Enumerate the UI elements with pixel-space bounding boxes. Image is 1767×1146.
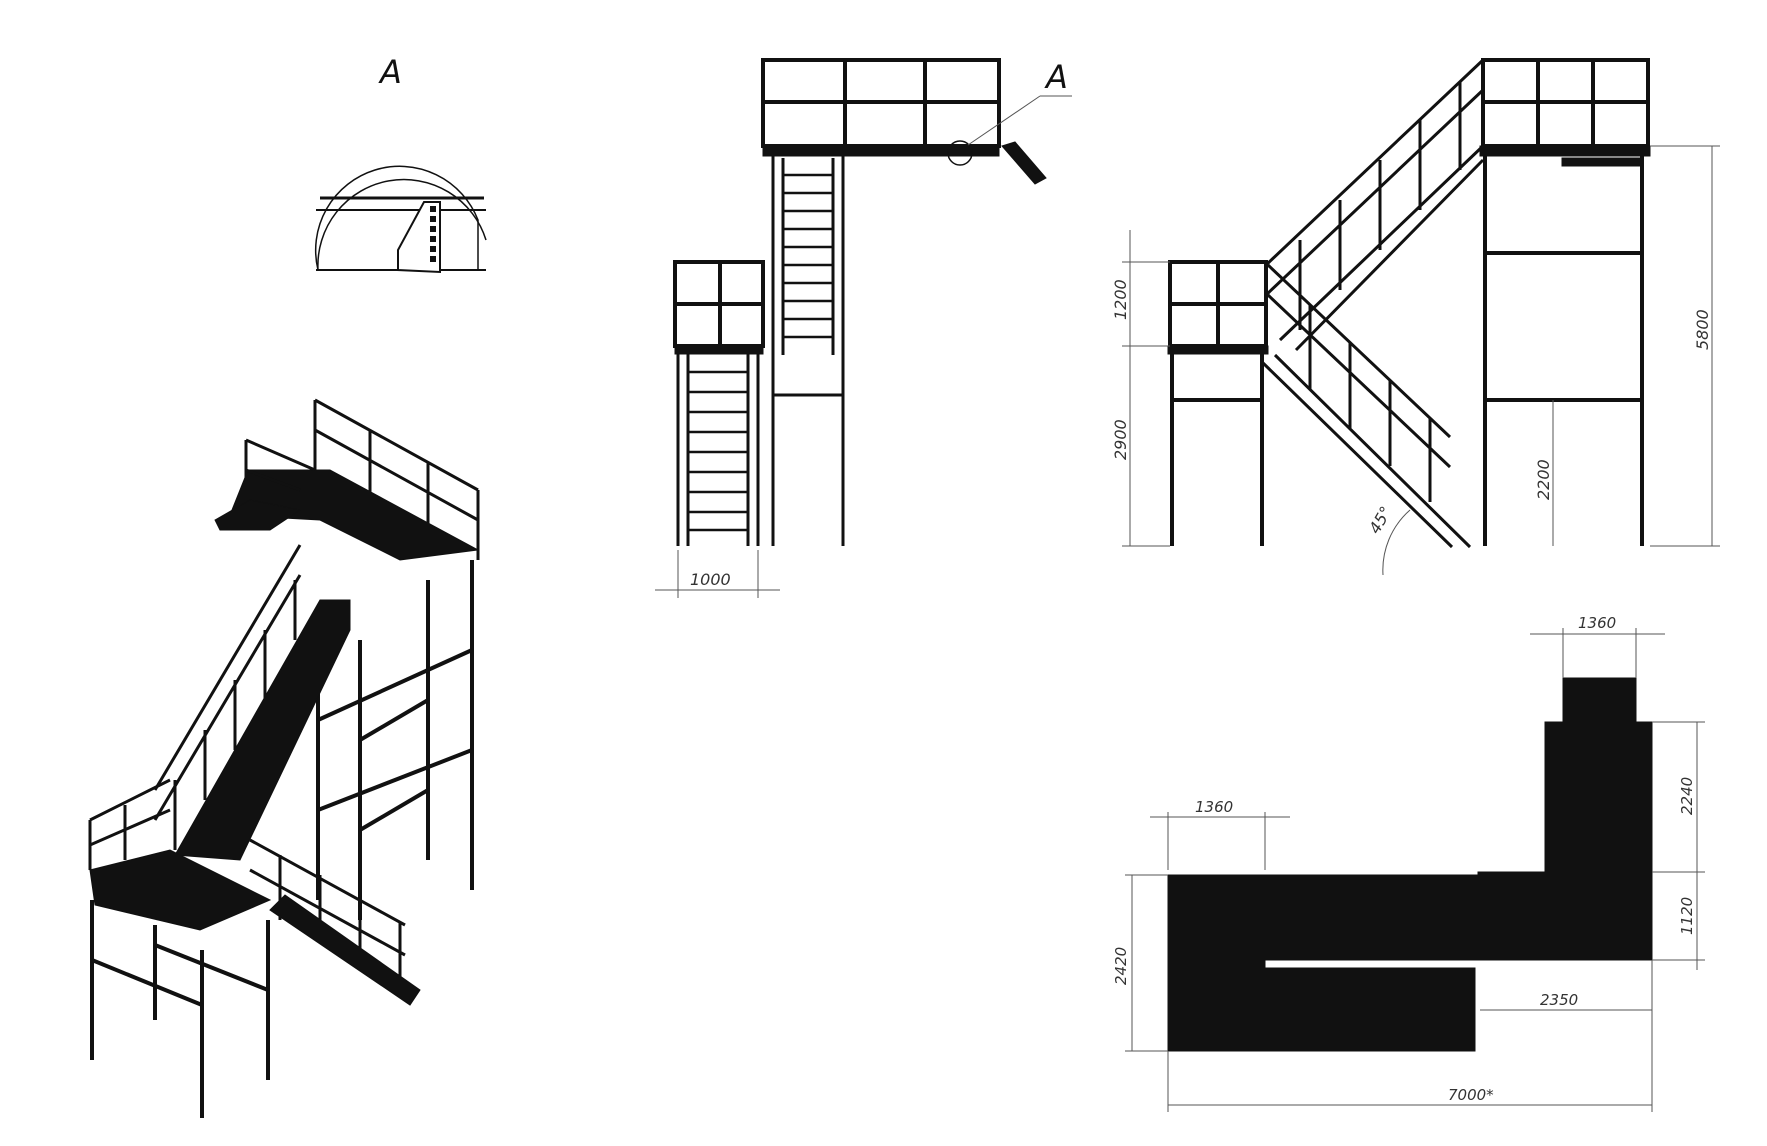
detail-view-label: A bbox=[378, 53, 402, 91]
upper-clearance-dimension: 2200 bbox=[1534, 459, 1553, 500]
front-view: A 1000 bbox=[655, 58, 1072, 598]
plan-left-width-dimension: 1360 bbox=[1195, 798, 1233, 816]
plan-view: 1360 1360 2240 1120 2420 2350 7000* bbox=[1112, 614, 1705, 1112]
plan-middle-dimension: 1120 bbox=[1678, 897, 1696, 935]
stair-angle: 45° bbox=[1365, 503, 1396, 537]
plan-left-height-dimension: 2420 bbox=[1112, 947, 1130, 985]
plan-total-length-dimension: 7000* bbox=[1448, 1086, 1494, 1104]
front-width-dimension: 1000 bbox=[690, 570, 731, 589]
total-height-dimension: 5800 bbox=[1693, 309, 1712, 350]
isometric-view bbox=[88, 398, 480, 1118]
plan-upper-length-dimension: 2240 bbox=[1678, 777, 1696, 815]
plan-stair-run-dimension: 2350 bbox=[1540, 991, 1578, 1009]
detail-callout-label: A bbox=[1044, 58, 1068, 96]
side-view: 45° 1200 2900 5800 2200 bbox=[1111, 58, 1720, 576]
detail-view-a: A bbox=[314, 53, 487, 274]
plan-top-width-dimension: 1360 bbox=[1578, 614, 1616, 632]
railing-height-dimension: 1200 bbox=[1111, 279, 1130, 320]
lower-support-dimension: 2900 bbox=[1111, 419, 1130, 460]
